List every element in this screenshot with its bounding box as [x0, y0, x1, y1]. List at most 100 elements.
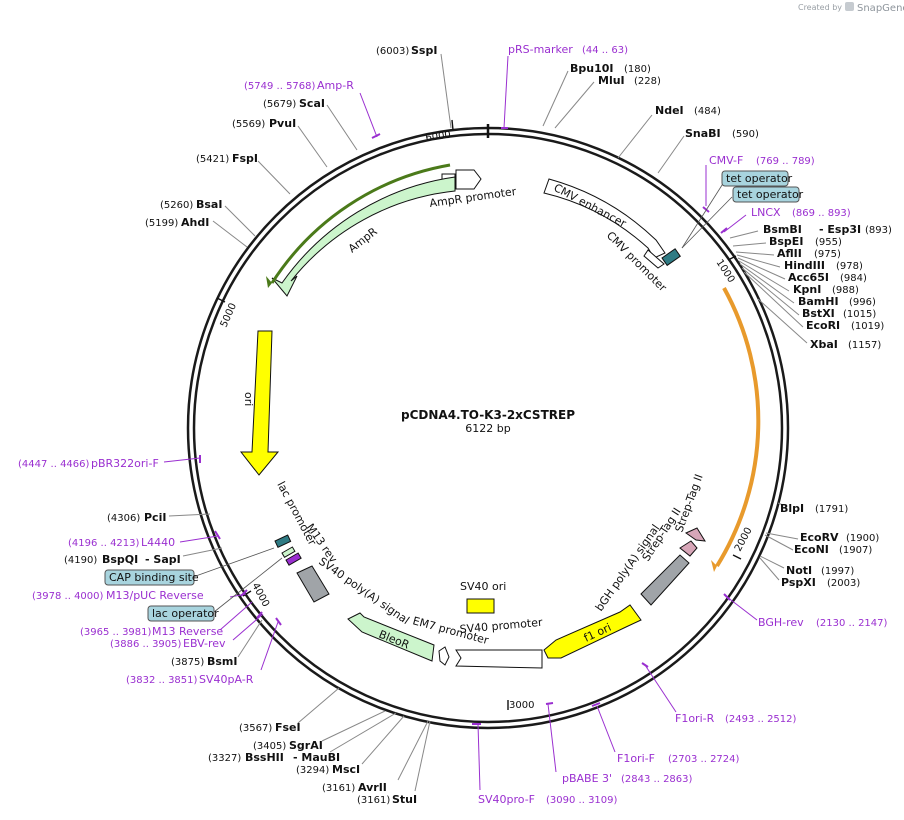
primer-ebvrev-name: EBV-rev	[183, 637, 226, 650]
enzyme-leader-ahdi	[212, 220, 248, 248]
enzyme-bsmbi-pos: (893)	[865, 225, 892, 236]
enzyme-snabi-pos: (590)	[732, 129, 759, 140]
lac-operator-box[interactable]	[147, 605, 215, 622]
primer-leader-ampr	[359, 92, 378, 138]
cap-binding-site-box[interactable]	[104, 569, 195, 586]
primer-l4440-pos: (4196 .. 4213)	[68, 538, 140, 549]
sv40-ori-feature[interactable]	[466, 598, 495, 614]
enzyme-leader-fspi	[257, 160, 291, 195]
enzyme-stui-name: StuI	[392, 793, 417, 806]
snapgene-brand: SnapGene	[857, 3, 904, 14]
ampr-promoter-arrow[interactable]	[455, 169, 482, 190]
primer-m13puc-pos: (3978 .. 4000)	[32, 591, 104, 602]
enzyme-bpu10i-name: Bpu10I	[570, 62, 614, 75]
strep-tag-label-2: Strep-Tag II	[673, 472, 706, 534]
lac-operator-feature[interactable]	[281, 546, 296, 559]
enzyme-ahdi-name: AhdI	[181, 216, 209, 229]
m13-rev-feature[interactable]	[285, 552, 302, 566]
cap-binding-feature[interactable]	[274, 534, 292, 549]
enzyme-leader-mlui	[554, 81, 595, 129]
primer-annotations: pRS-marker (44 .. 63) (5749 .. 5768) Amp…	[18, 43, 888, 806]
tet-operator-box-1[interactable]	[721, 170, 789, 187]
tick-5000	[216, 297, 226, 303]
enzyme-xbai-name: XbaI	[810, 338, 838, 351]
primer-leader-m13rev	[219, 601, 253, 631]
ampr-gene-arrow[interactable]	[271, 176, 456, 297]
enzyme-leader-bspei	[732, 242, 767, 247]
enzyme-pspxi-name: PspXI	[781, 576, 816, 589]
tick-4000	[242, 590, 252, 597]
enzyme-leader-bspqi	[182, 547, 223, 557]
sv40-promoter-arrow[interactable]	[455, 649, 543, 669]
f1-ori-arrow[interactable]	[543, 604, 642, 659]
tick-label-3000: 3000	[509, 700, 534, 711]
ampr-label: AmpR	[346, 225, 380, 256]
enzyme-avrii-pos: (3161)	[322, 783, 355, 794]
tick-label-1000: 1000	[713, 258, 736, 285]
primer-m13rev-pos: (3965 .. 3981)	[80, 627, 152, 638]
primer-f1orir-pos: (2493 .. 2512)	[725, 714, 797, 725]
primer-sv40par-name: SV40pA-R	[199, 673, 254, 686]
strep-tag-feature-1[interactable]	[679, 540, 698, 557]
tet-operator-feature[interactable]	[661, 248, 681, 267]
ori-arrow[interactable]	[239, 330, 280, 476]
enzyme-bstxi-name: BstXI	[802, 307, 835, 320]
orange-region-arrowhead	[711, 560, 717, 572]
enzyme-leader-fsei	[297, 687, 340, 724]
enzyme-scai-name: ScaI	[299, 97, 325, 110]
primer-leader-prs	[503, 55, 509, 129]
tet-operator-box-2[interactable]	[732, 186, 800, 203]
primer-leader-f1orir	[644, 664, 677, 713]
enzyme-sgrai-name: SgrAI	[289, 739, 323, 752]
enzyme-bspqi-name: BspQI	[102, 553, 138, 566]
enzyme-pcii-pos: (4306)	[107, 513, 140, 524]
enzyme-ecori-pos: (1019)	[851, 321, 884, 332]
enzyme-acc65i-name: Acc65I	[788, 271, 829, 284]
enzyme-fsei-name: FseI	[275, 721, 301, 734]
tet-operator-text-1: tet operator	[726, 172, 793, 185]
sv40-polya-feature[interactable]	[296, 565, 330, 603]
enzyme-fsei-pos: (3567)	[239, 723, 272, 734]
enzyme-kpni-name: KpnI	[793, 283, 821, 296]
enzyme-bsshii-name: BssHII	[245, 751, 284, 764]
bleor-arrow[interactable]	[347, 612, 435, 662]
enzyme-avrii-name: AvrII	[358, 781, 387, 794]
enzyme-sgrai-pos: (3405)	[253, 741, 286, 752]
enzyme-scai-pos: (5679)	[263, 99, 296, 110]
primer-ampr-pos: (5749 .. 5768)	[244, 81, 316, 92]
primer-leader-sv40par	[260, 621, 279, 671]
em7-promoter-arrow[interactable]	[438, 646, 450, 666]
enzyme-bsai-pos: (5260)	[160, 200, 193, 211]
tet-operator-text-2: tet operator	[737, 188, 804, 201]
bgh-polya-feature[interactable]	[640, 554, 690, 606]
enzyme-leader-hindiii	[736, 254, 781, 268]
primer-mark-l4440	[214, 530, 221, 540]
tet-operator-leader-1	[681, 181, 725, 249]
enzyme-pcii-name: PciI	[144, 511, 166, 524]
primer-leader-f1orif	[596, 705, 616, 753]
primer-m13puc-name: M13/pUC Reverse	[106, 589, 204, 602]
primer-leader-sv40prof	[477, 723, 481, 791]
enzyme-leader-pvui	[297, 125, 328, 168]
primer-sv40par-pos: (3832 .. 3851)	[126, 675, 198, 686]
primer-leader-lncx	[723, 214, 747, 233]
primer-mark-f1orif	[591, 702, 601, 707]
ori-label: ori	[242, 392, 255, 406]
enzyme-leader-avrii	[397, 720, 429, 781]
enzyme-ecorv-pos: (1900)	[846, 533, 879, 544]
restriction-sites: (6003) SspI Bpu10I (180) MluI (228) NdeI…	[64, 44, 892, 806]
plasmid-length: 6122 bp	[465, 422, 510, 435]
primer-cmvf-name: CMV-F	[709, 154, 743, 167]
enzyme-sspi-name: SspI	[411, 44, 437, 57]
enzyme-leader-bpu10i	[542, 70, 569, 127]
primer-prs-pos: (44 .. 63)	[582, 45, 628, 56]
enzyme-leader-ecorv	[765, 532, 799, 540]
primer-sv40prof-pos: (3090 .. 3109)	[546, 795, 618, 806]
enzyme-sspi-pos: (6003)	[376, 46, 409, 57]
cmv-promoter-arrow[interactable]	[643, 249, 665, 269]
enzyme-leader-ndei	[617, 114, 653, 159]
primer-f1orif-name: F1ori-F	[617, 752, 655, 765]
enzyme-leader-bsmi	[237, 619, 263, 658]
strep-tag-feature-2[interactable]	[684, 527, 706, 542]
enzyme-acc65i-pos: (984)	[840, 273, 867, 284]
